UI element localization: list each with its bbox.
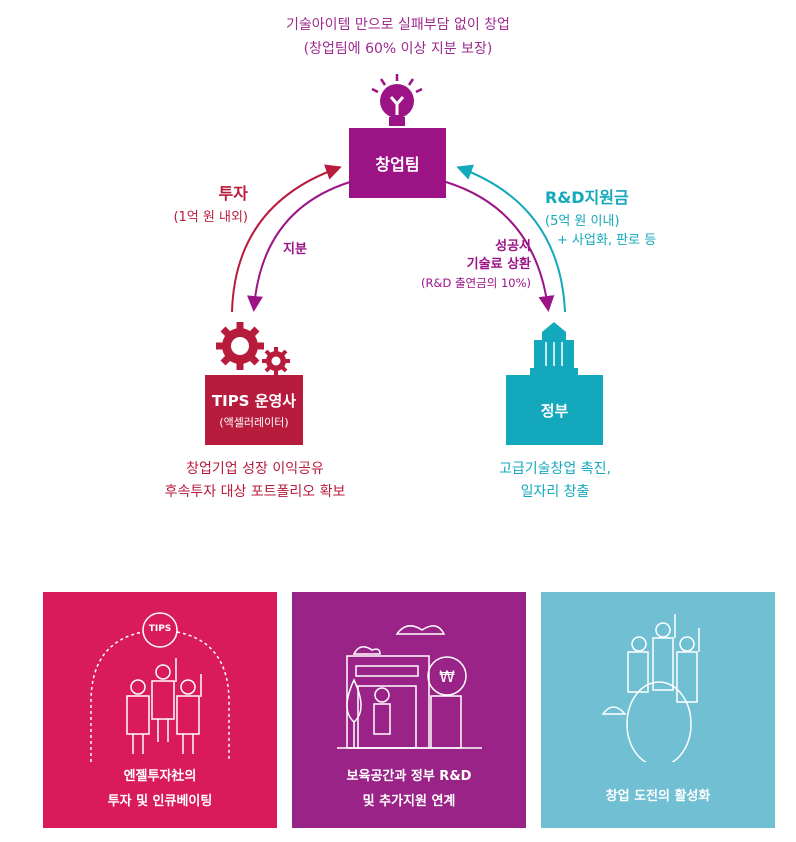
invest-label: 투자 (1억 원 내외) xyxy=(173,180,248,225)
tips-badge: TIPS xyxy=(148,624,172,634)
operator-desc-line2: 후속투자 대상 포트폴리오 확보 xyxy=(164,484,346,500)
card-line1: 보육공간과 정부 R&D xyxy=(346,769,472,784)
people-on-globe-icon xyxy=(601,614,700,762)
card-line2: 및 추가지원 연계 xyxy=(362,794,456,809)
rnd-sub1: (5억 원 이내) xyxy=(545,214,620,229)
operator-desc-line1: 창업기업 성장 이익공유 xyxy=(186,461,324,477)
startup-team-node: 창업팀 xyxy=(349,128,446,198)
rnd-sub2: + 사업화, 판로 등 xyxy=(557,233,657,248)
card-label: 창업 도전의 활성화 xyxy=(541,784,775,809)
headline-line2: (창업팀에 60% 이상 지분 보장) xyxy=(303,41,493,57)
government-label: 정부 xyxy=(540,401,569,420)
rnd-label: R&D지원금 (5억 원 이내) + 사업화, 판로 등 xyxy=(545,184,656,248)
card-line1: 엔젤투자社의 xyxy=(123,769,197,784)
royalty-sub: (R&D 출연금의 10%) xyxy=(421,276,531,290)
team-in-dome-icon xyxy=(90,612,230,762)
card-label: 엔젤투자社의 투자 및 인큐베이팅 xyxy=(43,764,277,814)
government-node: 정부 xyxy=(506,375,603,445)
royalty-label: 성공시 기술료 상환 (R&D 출연금의 10%) xyxy=(421,238,531,292)
gov-desc-line2: 일자리 창출 xyxy=(520,484,590,500)
svg-text:₩: ₩ xyxy=(439,667,455,686)
invest-title: 투자 xyxy=(218,184,248,203)
tips-operator-sub: (액셀러레이터) xyxy=(219,416,289,429)
operator-desc: 창업기업 성장 이익공유 후속투자 대상 포트폴리오 확보 xyxy=(140,458,370,504)
lightbulb-icon xyxy=(371,74,423,126)
royalty-line2: 기술료 상환 xyxy=(466,257,531,272)
equity-label: 지분 xyxy=(283,242,307,257)
invest-arrow xyxy=(231,164,342,313)
card-label: 보육공간과 정부 R&D 및 추가지원 연계 xyxy=(292,764,526,814)
card-angel-investment: TIPS 엔젤투자社의 투자 및 인큐베이팅 xyxy=(43,592,277,828)
card-startup-challenge: 창업 도전의 활성화 xyxy=(541,592,775,828)
rnd-arrow xyxy=(456,164,566,313)
building-won-icon: ₩ xyxy=(337,625,482,749)
rnd-title: R&D지원금 xyxy=(545,188,629,207)
royalty-line1: 성공시 xyxy=(495,239,531,254)
royalty-arrow xyxy=(445,181,555,312)
tips-operator-node: TIPS 운영사 (액셀러레이터) xyxy=(205,375,303,445)
tips-operator-label: TIPS 운영사 xyxy=(211,392,297,410)
card-line1: 창업 도전의 활성화 xyxy=(605,789,711,804)
government-desc: 고급기술창업 촉진, 일자리 창출 xyxy=(455,458,655,504)
equity-arrow xyxy=(247,181,351,312)
startup-team-label: 창업팀 xyxy=(375,155,420,174)
card-space-rnd: ₩ 보육공간과 정부 R&D 및 추가지원 연계 xyxy=(292,592,526,828)
gears-icon xyxy=(216,322,290,375)
invest-sub: (1억 원 내외) xyxy=(173,210,248,225)
headline-line1: 기술아이템 만으로 실패부담 없이 창업 xyxy=(286,17,510,33)
government-building-icon xyxy=(530,322,578,376)
gov-desc-line1: 고급기술창업 촉진, xyxy=(499,461,611,477)
card-line2: 투자 및 인큐베이팅 xyxy=(107,794,213,809)
